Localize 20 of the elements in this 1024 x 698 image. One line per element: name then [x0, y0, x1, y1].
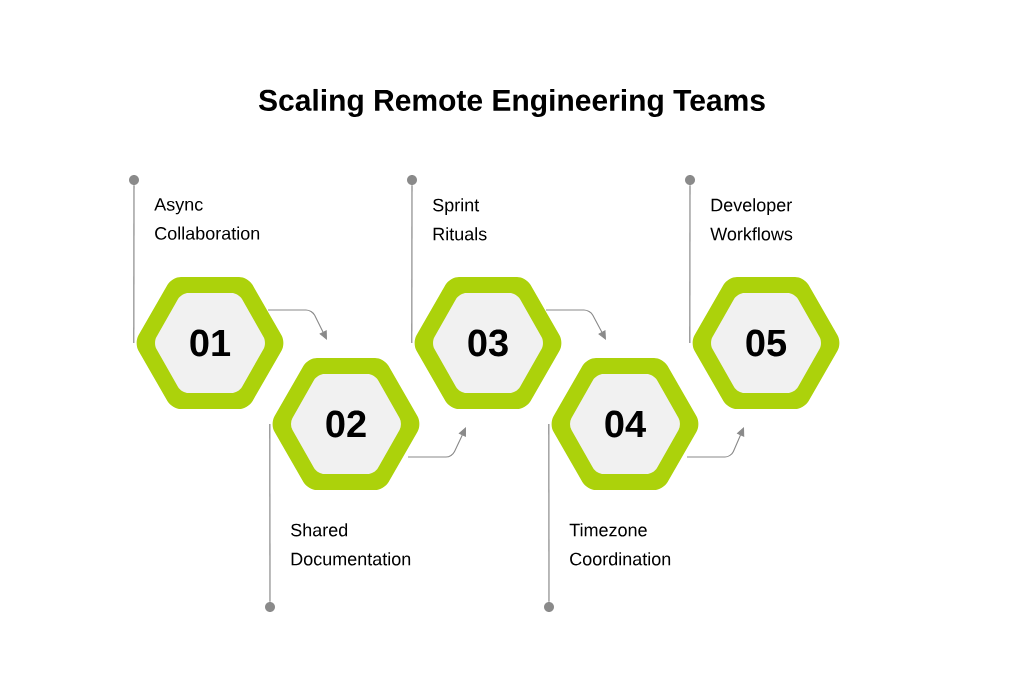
arrow	[686, 427, 745, 458]
leader-line	[548, 423, 550, 603]
title: Scaling Remote Engineering Teams	[258, 88, 765, 118]
leader-line	[689, 184, 691, 344]
arrow	[545, 309, 606, 340]
step-label: Timezone Coordination	[569, 523, 671, 566]
arrow	[267, 309, 327, 340]
leader-line	[133, 184, 135, 344]
step-label: Async Collaboration	[154, 198, 260, 240]
hexagon: 01	[136, 277, 284, 409]
step-label: Shared Documentation	[291, 523, 411, 566]
leader-line	[269, 423, 271, 603]
hexagon: 03	[414, 277, 562, 409]
hexagon: 02	[272, 358, 420, 490]
hexagon: 05	[692, 277, 840, 409]
step-label: Developer Workflows	[710, 198, 793, 241]
arrow	[407, 427, 466, 458]
hexagon: 04	[551, 358, 699, 490]
leader-line	[411, 184, 413, 344]
step-label: Sprint Rituals	[433, 198, 487, 241]
